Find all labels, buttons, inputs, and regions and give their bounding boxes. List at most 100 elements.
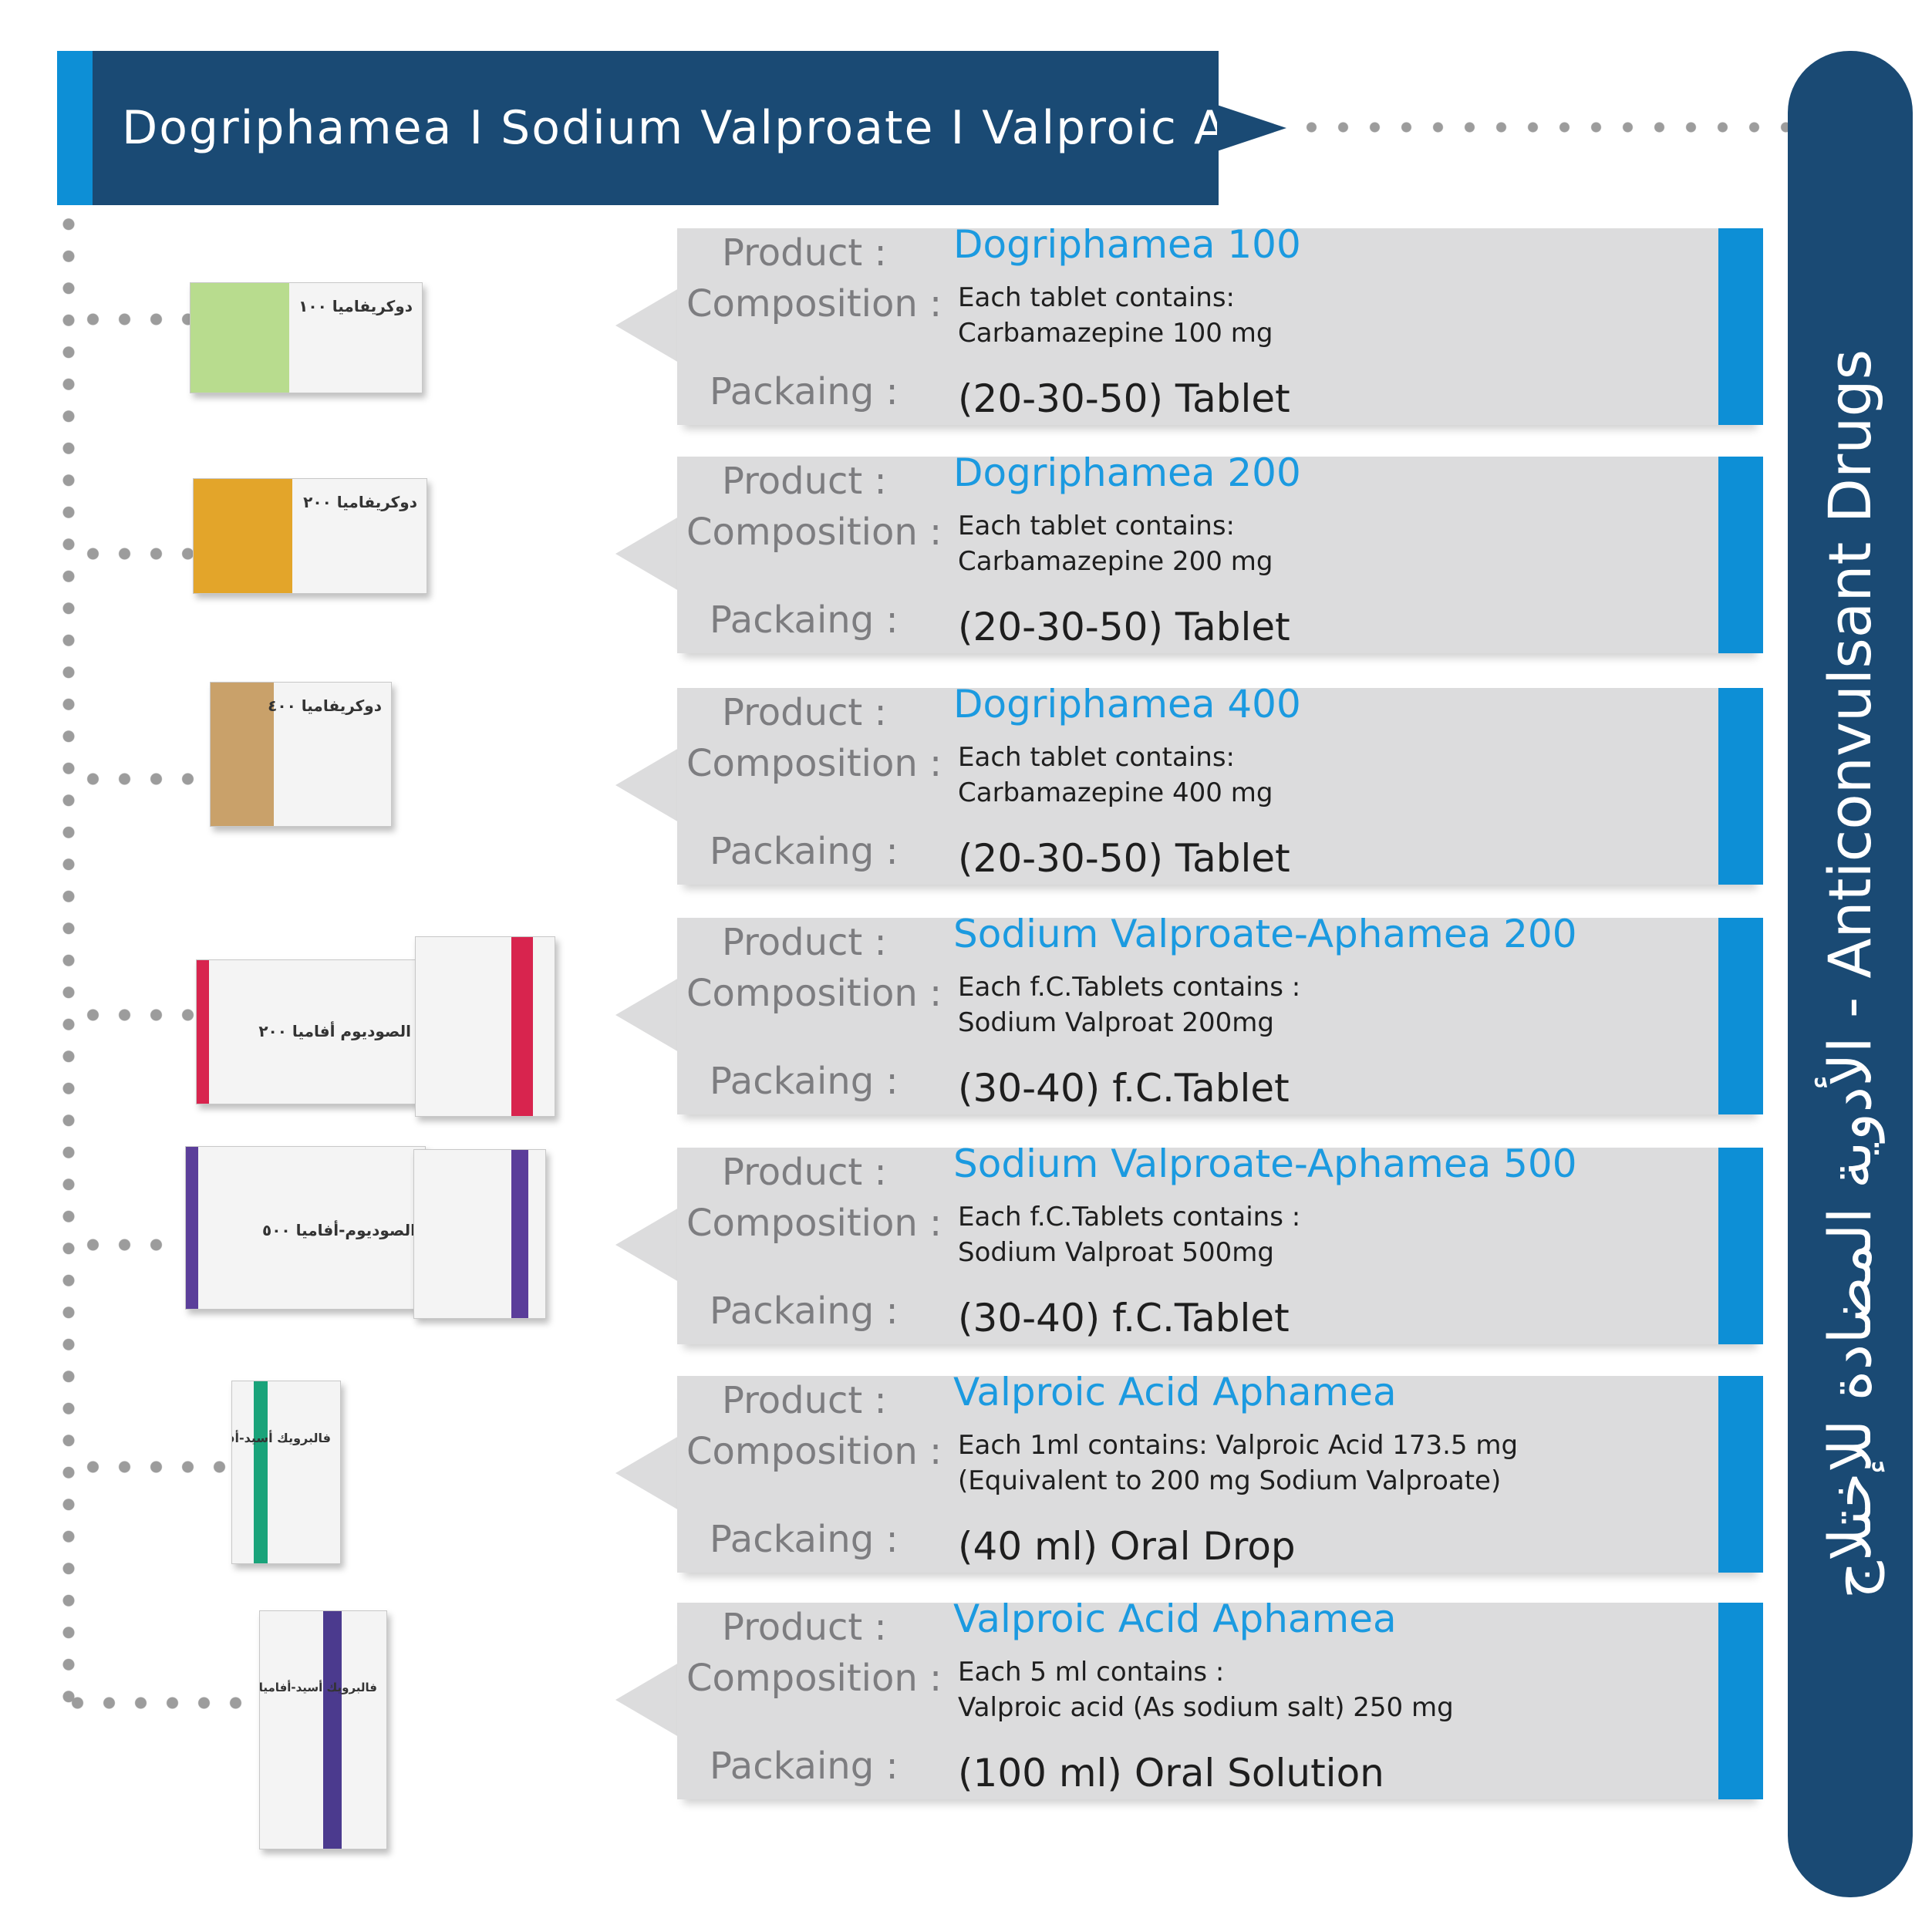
box-color-band	[511, 937, 533, 1116]
product-card: Product : Composition : Packaing : Valpr…	[677, 1597, 1763, 1799]
composition-line: Carbamazepine 100 mg	[958, 318, 1273, 349]
packaging-value: (100 ml) Oral Solution	[958, 1751, 1384, 1795]
packaging-label: Packaing :	[710, 370, 899, 413]
box-label: فالبرويك أسيد-أفاميا	[232, 1431, 331, 1445]
header-accent	[57, 51, 93, 205]
card-accent	[1718, 228, 1763, 425]
product-box-image	[413, 1149, 546, 1319]
product-box-image	[415, 936, 555, 1117]
product-name: Sodium Valproate-Aphamea 200	[953, 912, 1577, 956]
product-name: Dogriphamea 200	[953, 450, 1301, 495]
composition-label: Composition :	[686, 1430, 942, 1473]
product-box-image: فالبرويك أسيد-أفاميا	[259, 1610, 387, 1849]
packaging-label: Packaing :	[710, 1518, 899, 1561]
packaging-label: Packaing :	[710, 830, 899, 873]
box-color-band	[186, 1147, 198, 1309]
box-color-band	[254, 1381, 268, 1563]
dotted-connector	[77, 1009, 201, 1021]
card-accent	[1718, 688, 1763, 885]
box-label: الصوديوم أفاميا ٢٠٠	[258, 1022, 411, 1040]
box-label: الصوديوم-أفاميا ٥٠٠	[262, 1221, 416, 1239]
header-dotted-connector	[1296, 122, 1789, 133]
composition-line: Valproic acid (As sodium salt) 250 mg	[958, 1692, 1454, 1723]
card-pointer	[615, 1208, 679, 1282]
product-box-image: الصوديوم أفاميا ٢٠٠	[196, 959, 421, 1104]
product-label: Product :	[722, 1379, 887, 1422]
composition-line: Each 1ml contains: Valproic Acid 173.5 m…	[958, 1430, 1519, 1461]
packaging-label: Packaing :	[710, 1290, 899, 1333]
product-card: Product : Composition : Packaing : Sodiu…	[677, 1141, 1763, 1344]
product-label: Product :	[722, 921, 887, 964]
product-label: Product :	[722, 1606, 887, 1649]
category-title: الأدوية المضادة للإختلاج - Anticonvulsan…	[1816, 349, 1884, 1600]
composition-label: Composition :	[686, 511, 942, 554]
product-label: Product :	[722, 691, 887, 734]
product-card: Product : Composition : Packaing : Sodiu…	[677, 912, 1763, 1114]
product-name: Dogriphamea 400	[953, 682, 1301, 727]
box-color-band	[194, 479, 292, 593]
composition-label: Composition :	[686, 1657, 942, 1700]
header-pointer	[1217, 105, 1286, 151]
card-accent	[1718, 918, 1763, 1114]
product-card: Product : Composition : Packaing : Dogri…	[677, 682, 1763, 885]
card-pointer	[615, 288, 679, 362]
composition-label: Composition :	[686, 972, 942, 1015]
composition-line: Each f.C.Tablets contains :	[958, 972, 1301, 1003]
dotted-connector	[62, 1697, 278, 1709]
composition-line: Each tablet contains:	[958, 511, 1235, 541]
product-label: Product :	[722, 1151, 887, 1194]
packaging-label: Packaing :	[710, 598, 899, 642]
card-accent	[1718, 1376, 1763, 1573]
dotted-connector	[77, 773, 201, 785]
card-pointer	[615, 748, 679, 822]
box-label: دوكريفاميا ١٠٠	[298, 297, 413, 315]
category-sidebar	[1788, 51, 1913, 1897]
product-name: Sodium Valproate-Aphamea 500	[953, 1141, 1577, 1186]
vertical-dotted-connector	[62, 208, 75, 1712]
composition-line: Each tablet contains:	[958, 282, 1235, 313]
card-pointer	[615, 1436, 679, 1510]
dotted-connector	[77, 1239, 170, 1251]
product-name: Valproic Acid Aphamea	[953, 1597, 1397, 1641]
product-label: Product :	[722, 460, 887, 503]
header-bar	[57, 51, 1219, 205]
box-color-band	[191, 283, 289, 393]
packaging-label: Packaing :	[710, 1745, 899, 1788]
packaging-value: (40 ml) Oral Drop	[958, 1524, 1296, 1569]
product-label: Product :	[722, 231, 887, 275]
packaging-label: Packaing :	[710, 1060, 899, 1103]
product-box-image: الصوديوم-أفاميا ٥٠٠	[185, 1146, 426, 1310]
composition-line: Sodium Valproat 200mg	[958, 1007, 1274, 1038]
box-color-band	[323, 1611, 342, 1849]
page-title: Dogriphamea I Sodium Valproate I Valproi…	[122, 101, 1299, 155]
composition-line: Each 5 ml contains :	[958, 1657, 1225, 1688]
composition-line: Carbamazepine 400 mg	[958, 777, 1273, 808]
box-label: دوكريفاميا ٤٠٠	[268, 696, 382, 715]
box-label: فالبرويك أسيد-أفاميا	[259, 1681, 377, 1694]
product-card: Product : Composition : Packaing : Dogri…	[677, 450, 1763, 653]
product-card: Product : Composition : Packaing : Dogri…	[677, 222, 1763, 425]
product-card: Product : Composition : Packaing : Valpr…	[677, 1370, 1763, 1573]
composition-line: Carbamazepine 200 mg	[958, 546, 1273, 577]
box-color-band	[511, 1150, 528, 1318]
product-name: Dogriphamea 100	[953, 222, 1301, 267]
card-accent	[1718, 1148, 1763, 1344]
dotted-connector	[77, 1461, 231, 1473]
product-box-image: فالبرويك أسيد-أفاميا	[231, 1381, 341, 1564]
box-color-band	[211, 683, 274, 826]
packaging-value: (20-30-50) Tablet	[958, 376, 1290, 421]
packaging-value: (30-40) f.C.Tablet	[958, 1296, 1290, 1340]
product-box-image: دوكريفاميا ٢٠٠	[193, 478, 427, 594]
packaging-value: (20-30-50) Tablet	[958, 605, 1290, 649]
composition-label: Composition :	[686, 282, 942, 325]
dotted-connector	[77, 313, 201, 325]
box-color-band	[197, 960, 209, 1104]
composition-line: Sodium Valproat 500mg	[958, 1237, 1274, 1268]
card-accent	[1718, 457, 1763, 653]
packaging-value: (30-40) f.C.Tablet	[958, 1066, 1290, 1111]
product-name: Valproic Acid Aphamea	[953, 1370, 1397, 1414]
card-pointer	[615, 978, 679, 1052]
composition-line: Each f.C.Tablets contains :	[958, 1202, 1301, 1232]
composition-line: (Equivalent to 200 mg Sodium Valproate)	[958, 1465, 1502, 1496]
card-pointer	[615, 517, 679, 591]
